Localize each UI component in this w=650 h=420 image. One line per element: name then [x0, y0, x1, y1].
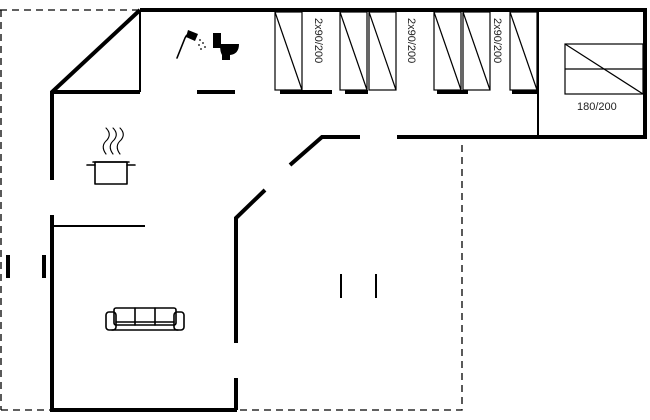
bunk-bed-3-label: 2x90/200: [491, 18, 503, 63]
walls: [6, 8, 647, 412]
shower-icon: [176, 30, 206, 59]
sofa-icon: [105, 307, 185, 331]
bunk-bed-3: [462, 11, 538, 91]
bunk-bed-2: [368, 11, 462, 91]
double-bed: [564, 43, 644, 95]
cooking-pot-icon: [86, 127, 136, 185]
double-bed-label: 180/200: [577, 101, 617, 113]
toilet-icon: [213, 33, 239, 60]
bunk-bed-1: [274, 11, 368, 91]
bunk-bed-1-label: 2x90/200: [312, 18, 324, 63]
bunk-bed-2-label: 2x90/200: [405, 18, 417, 63]
terrace-outline: [0, 9, 463, 411]
